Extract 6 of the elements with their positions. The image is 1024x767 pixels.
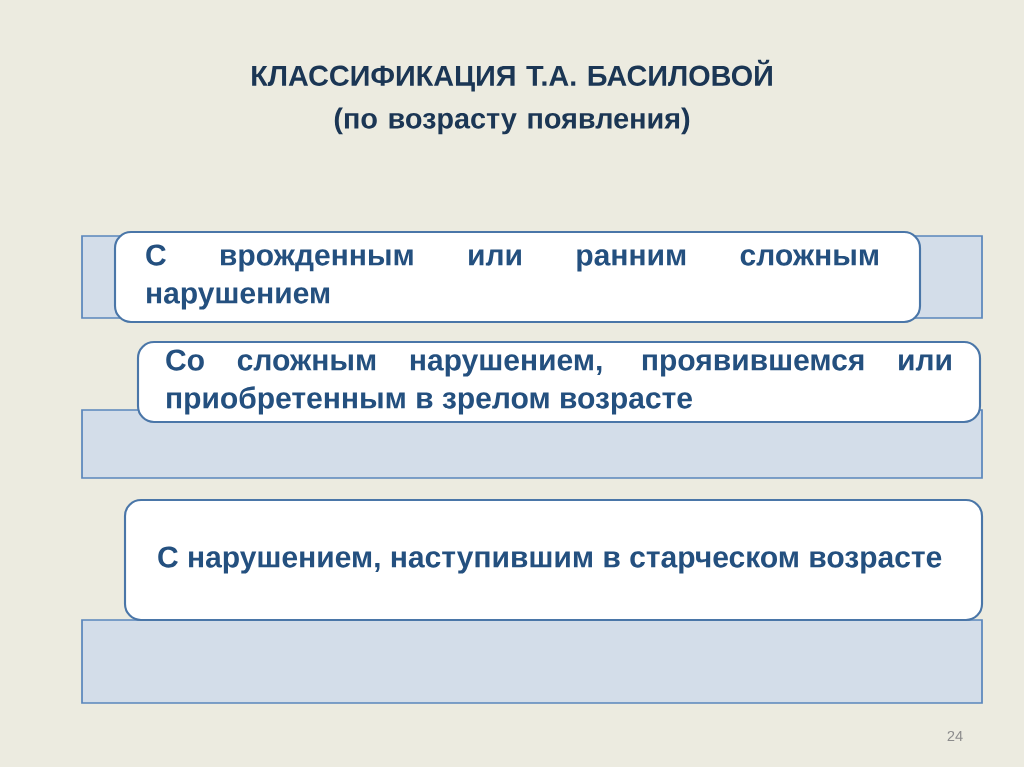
page-number: 24: [947, 730, 963, 742]
rounded-box: Со сложным нарушением, проявившемся или приобретенным в зрелом возрасте: [136, 340, 982, 424]
rounded-box: С врожденным или ранним сложным нарушением: [113, 230, 922, 324]
title: КЛАССИФИКАЦИЯ Т.А. БАСИЛОВОЙ (по возрасту появления): [252, 59, 772, 135]
rounded-box: С нарушением, наступившим в старческом возрасте: [123, 498, 984, 622]
band: [81, 619, 983, 704]
